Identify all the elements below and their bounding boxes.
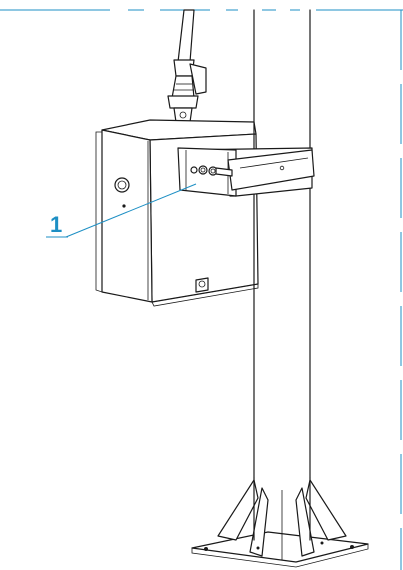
pole (253, 9, 311, 479)
callout-leader-line (65, 183, 197, 238)
door-lock-icon (114, 177, 130, 208)
mounting-bolts (190, 165, 233, 177)
mounting-bracket (177, 147, 315, 197)
cable-conduit (167, 9, 207, 123)
cable-gland (195, 277, 209, 293)
callout-1: 1 (46, 183, 197, 238)
pole-base (191, 477, 369, 568)
enclosure-box (95, 119, 259, 307)
callout-number: 1 (50, 212, 62, 237)
frame-border (0, 9, 403, 570)
